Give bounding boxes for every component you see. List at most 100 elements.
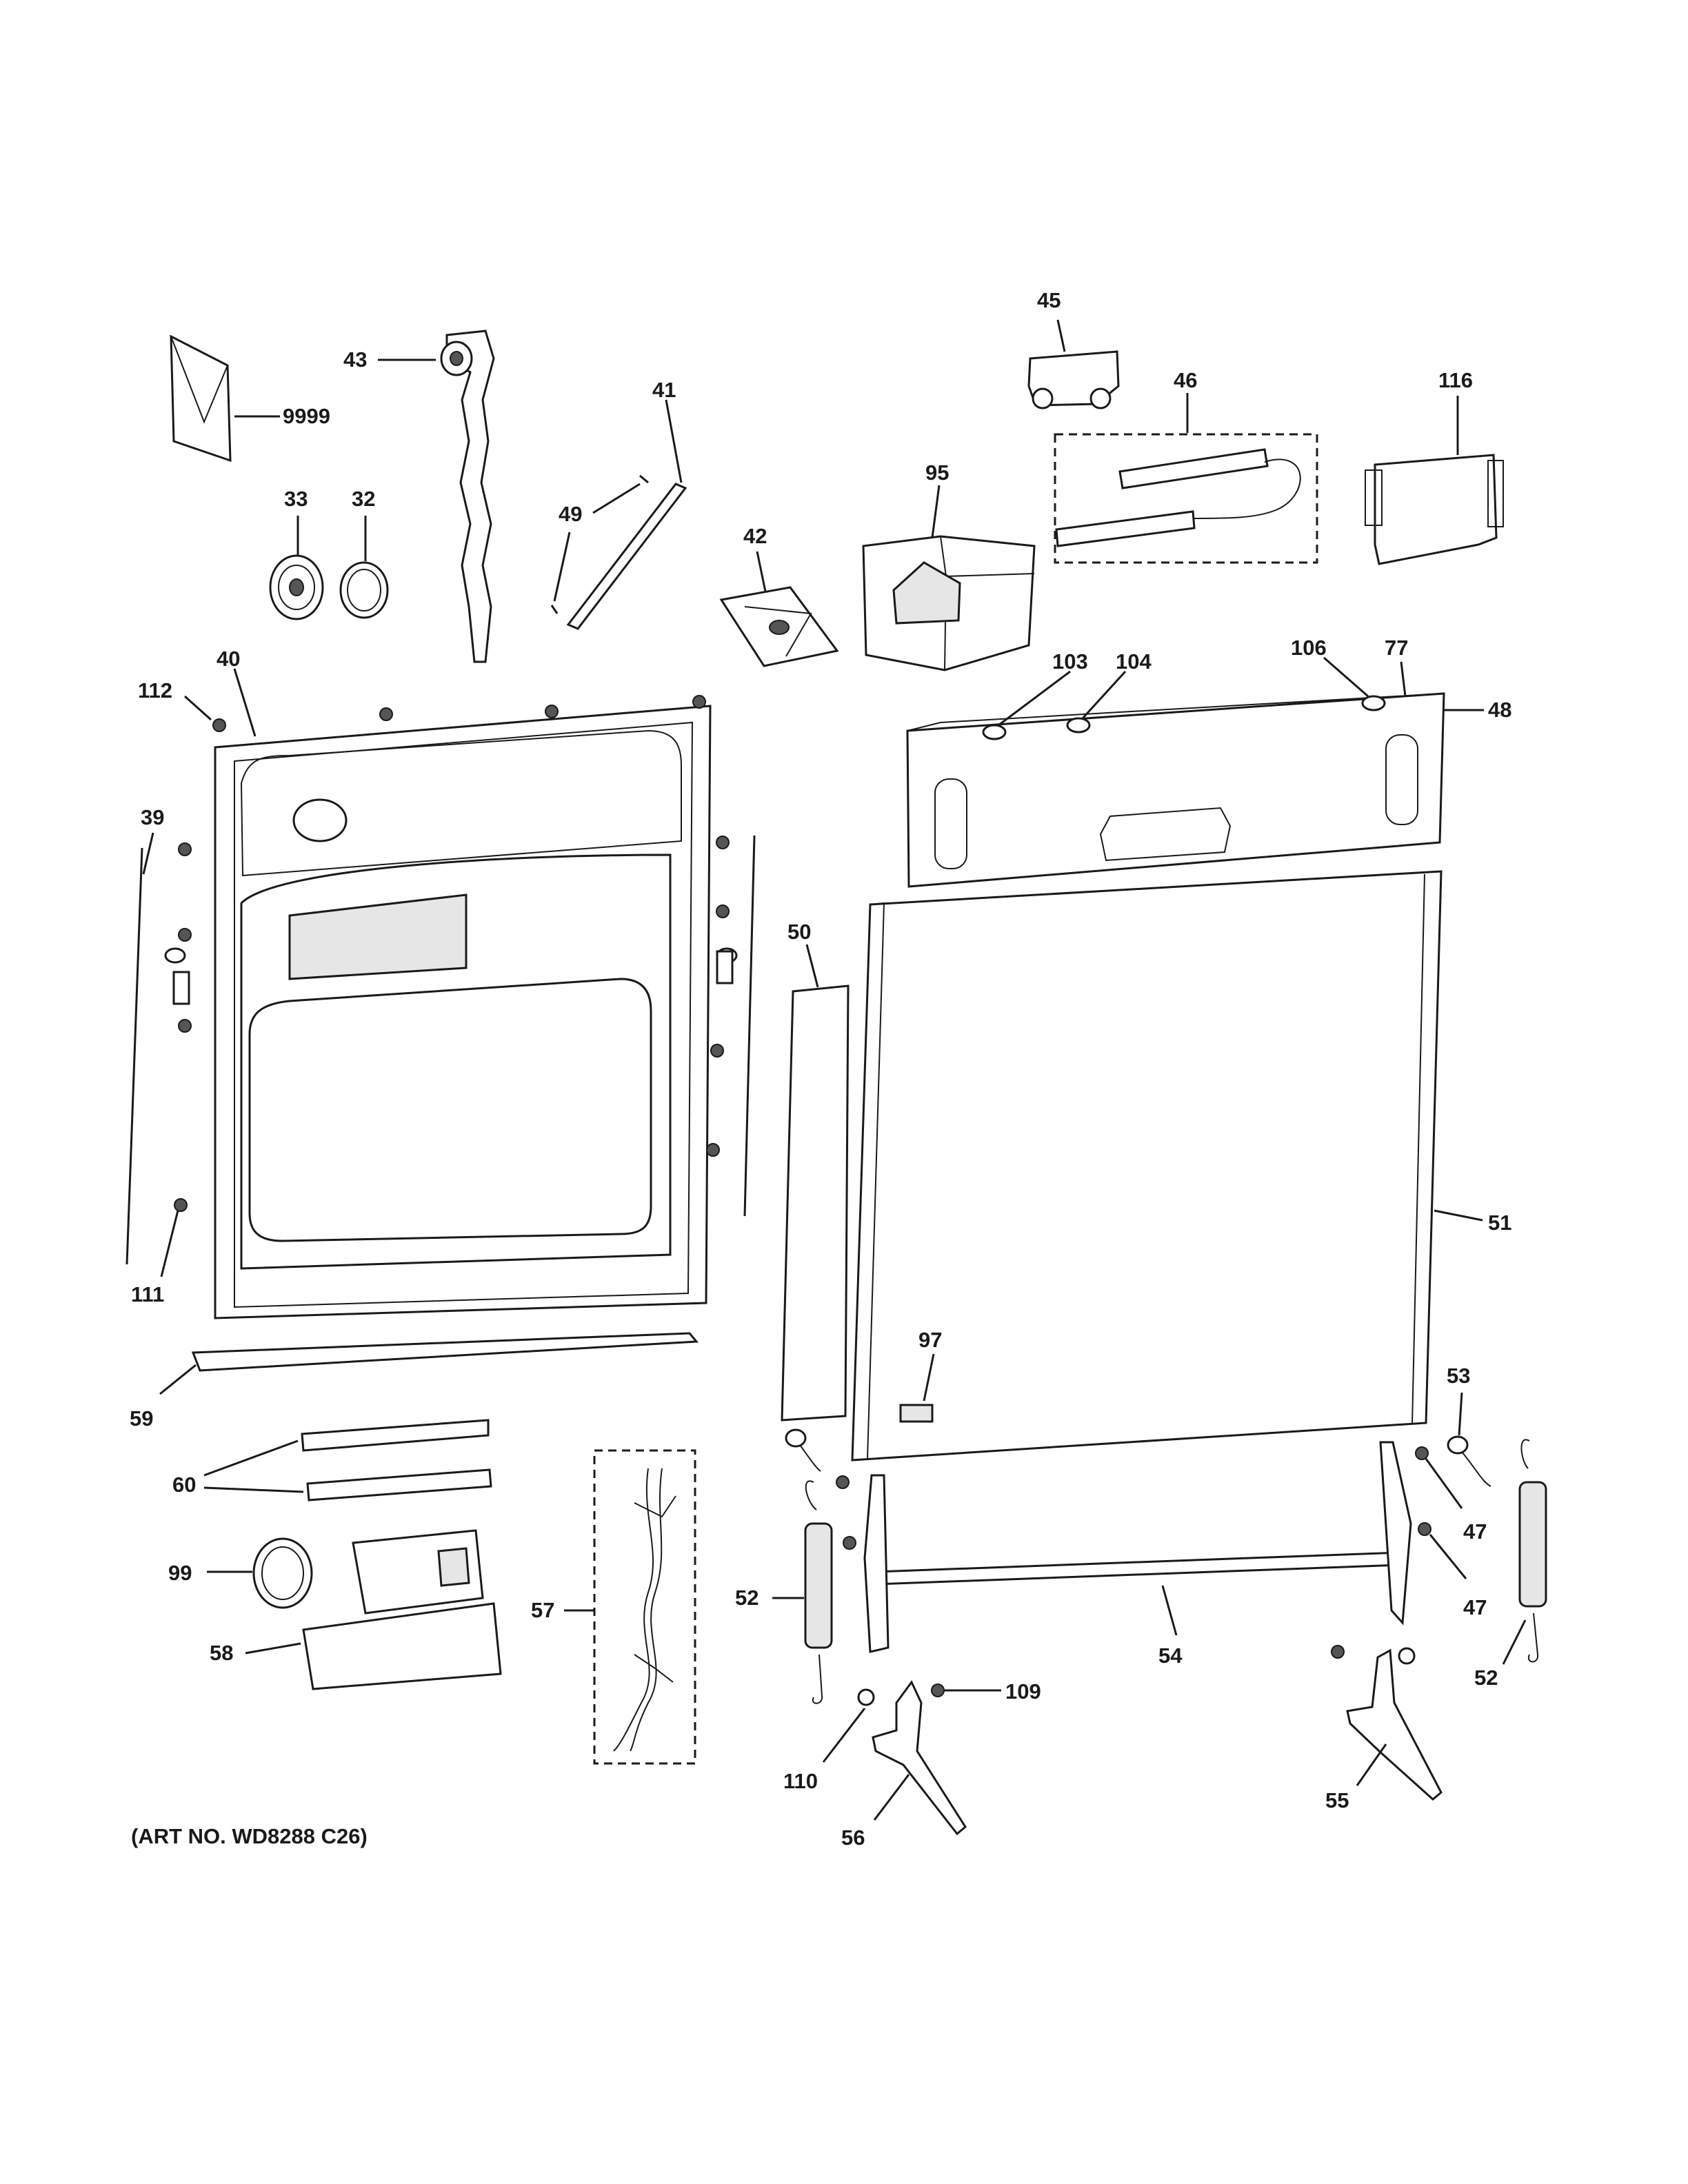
- callout-48: 48: [1488, 698, 1511, 722]
- leader-60b: [203, 1486, 304, 1493]
- leader-45: [1056, 319, 1066, 352]
- callout-46: 46: [1174, 368, 1197, 392]
- hinge-washer: [857, 1647, 1416, 1706]
- control-board-group: [1054, 433, 1318, 564]
- callout-110: 110: [783, 1769, 818, 1793]
- callout-52b: 52: [1474, 1666, 1498, 1690]
- hinge-brackets: [301, 1419, 492, 1502]
- left-hinge-arm: [872, 1680, 967, 1836]
- callout-40: 40: [217, 647, 240, 671]
- door-bumpers: [164, 947, 738, 1005]
- vent-duct: [440, 330, 495, 663]
- leader-58: [245, 1642, 301, 1655]
- leader-60a: [203, 1439, 299, 1477]
- callout-104: 104: [1116, 649, 1152, 674]
- callout-9999: 9999: [283, 404, 330, 428]
- literature-envelope: [170, 334, 232, 463]
- callout-59: 59: [130, 1406, 153, 1430]
- art-number: (ART NO. WD8288 C26): [131, 1824, 368, 1848]
- callout-43: 43: [343, 347, 367, 372]
- callout-47a: 47: [1463, 1519, 1487, 1544]
- right-hinge-plate: [1379, 1441, 1412, 1626]
- callout-41: 41: [652, 378, 676, 402]
- control-panel: [906, 692, 1445, 888]
- callout-42: 42: [743, 524, 767, 548]
- selector-knob: [252, 1537, 313, 1609]
- callout-112: 112: [138, 678, 172, 702]
- leader-52b: [1502, 1619, 1527, 1665]
- door-latch: [1027, 350, 1120, 410]
- hinge-screws: [836, 1446, 1431, 1550]
- hinge-rod: [874, 1551, 1401, 1586]
- side-gasket: [125, 835, 756, 1265]
- wire-harness: [613, 1468, 676, 1752]
- callout-106: 106: [1291, 636, 1327, 660]
- leader-49a: [592, 483, 641, 514]
- callout-60: 60: [172, 1473, 196, 1497]
- inner-door: [214, 705, 712, 1320]
- callout-97: 97: [918, 1328, 942, 1352]
- callout-77: 77: [1385, 636, 1408, 660]
- callout-45: 45: [1037, 288, 1061, 312]
- callout-56: 56: [841, 1826, 865, 1850]
- leader-47b: [1429, 1534, 1467, 1579]
- bottom-gasket: [191, 1332, 699, 1372]
- leader-49b: [553, 532, 571, 602]
- right-hinge-arm: [1346, 1648, 1443, 1801]
- callout-50: 50: [787, 920, 811, 944]
- leader-55: [1356, 1743, 1387, 1786]
- leader-103: [998, 670, 1071, 727]
- callout-116: 116: [1438, 368, 1473, 392]
- leader-41: [665, 399, 683, 483]
- callout-39: 39: [141, 805, 164, 829]
- leader-53: [1458, 1392, 1463, 1436]
- right-spring: [1518, 1439, 1547, 1663]
- callout-57: 57: [531, 1598, 554, 1622]
- leader-110: [822, 1708, 866, 1763]
- leader-40: [233, 668, 257, 737]
- vent-cap: [269, 554, 324, 620]
- callout-49: 49: [559, 502, 582, 526]
- control-housing: [302, 1529, 502, 1690]
- callout-58: 58: [210, 1641, 233, 1665]
- leader-39: [142, 832, 154, 875]
- callout-33: 33: [284, 487, 308, 511]
- outer-door-panel: [851, 870, 1443, 1462]
- left-spring: [804, 1480, 833, 1704]
- leader-59: [159, 1364, 197, 1395]
- leader-42: [756, 551, 767, 592]
- latch-rod: [566, 483, 687, 630]
- leader-47a: [1425, 1458, 1463, 1509]
- rod-pins: [550, 474, 649, 614]
- leader-111: [160, 1210, 179, 1277]
- leader-56: [873, 1774, 910, 1821]
- leader-50: [805, 944, 819, 988]
- mount-bracket: [719, 586, 839, 667]
- door-spacer: [781, 984, 850, 1422]
- callout-109: 109: [1005, 1679, 1041, 1703]
- hinge-arm-screw: [931, 1645, 1345, 1697]
- leader-104: [1081, 670, 1127, 720]
- callout-103: 103: [1052, 649, 1088, 674]
- left-hinge-plate: [863, 1474, 890, 1653]
- leader-97: [923, 1353, 935, 1402]
- callout-52a: 52: [735, 1586, 758, 1610]
- vent-gasket: [339, 561, 389, 619]
- callout-111: 111: [131, 1282, 164, 1306]
- spring-hook: [785, 1428, 1491, 1487]
- callout-95: 95: [925, 461, 949, 485]
- leader-77: [1400, 661, 1407, 697]
- leader-54: [1161, 1585, 1178, 1636]
- callout-51: 51: [1488, 1211, 1511, 1235]
- callout-54: 54: [1158, 1644, 1183, 1668]
- leader-112: [183, 695, 212, 721]
- callout-47b: 47: [1463, 1595, 1487, 1619]
- control-board: [1055, 448, 1301, 547]
- callout-55: 55: [1325, 1788, 1349, 1812]
- inner-door-screws: [174, 695, 730, 1212]
- callout-32: 32: [352, 487, 375, 511]
- callout-99: 99: [168, 1561, 192, 1585]
- callout-53: 53: [1447, 1364, 1470, 1388]
- detergent-dispenser: [862, 535, 1036, 671]
